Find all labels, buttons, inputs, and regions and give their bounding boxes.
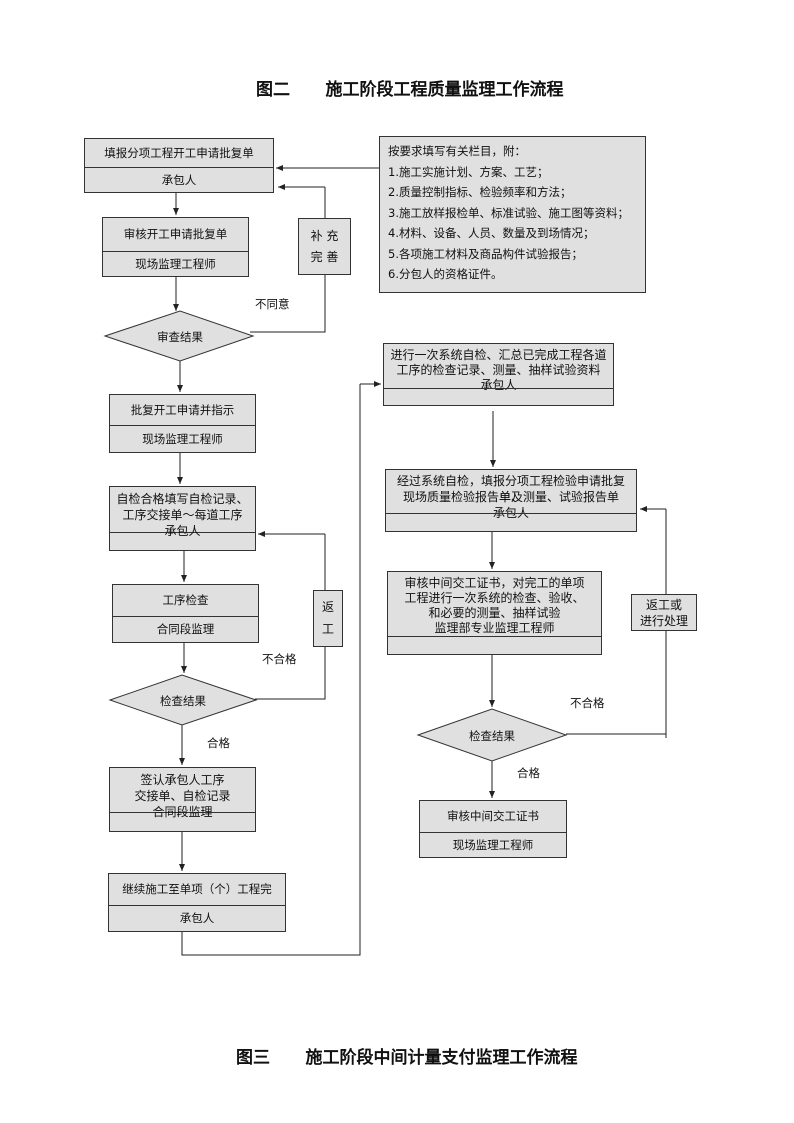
box-supplement-line1: 补 充 xyxy=(310,229,339,243)
box-process-check-role: 合同段监理 xyxy=(156,622,215,636)
note-line: 1.施工实施计划、方案、工艺； xyxy=(388,164,549,179)
box-system-self-check-line2: 工序的检查记录、测量、抽样试验资料 xyxy=(396,363,601,377)
box-review-start-text: 审核开工申请批复单 xyxy=(123,227,228,241)
box-divider xyxy=(384,388,613,389)
box-sign-off-role: 合同段监理 xyxy=(152,805,213,819)
box-sign-off: 签认承包人工序 交接单、自检记录 合同段监理 xyxy=(109,767,256,832)
box-approve-start-text: 批复开工申请并指示 xyxy=(130,402,235,417)
label-pass-right: 合格 xyxy=(517,766,540,780)
box-intermediate-review-role: 监理部专业监理工程师 xyxy=(434,621,555,635)
box-process-check: 工序检查 合同段监理 xyxy=(112,584,259,643)
note-line: 4.材料、设备、人员、数量及到场情况； xyxy=(388,226,595,240)
box-review-start-role: 现场监理工程师 xyxy=(135,257,216,271)
box-continue-work: 继续施工至单项（个）工程完 承包人 xyxy=(108,873,286,932)
decision-diamond-check-left xyxy=(108,674,258,726)
box-intermediate-review-line1: 审核中间交工证书，对完工的单项 xyxy=(404,576,585,590)
box-continue-work-text: 继续施工至单项（个）工程完 xyxy=(122,882,272,896)
box-self-check-line1: 自检合格填写自检记录、 xyxy=(116,492,249,506)
figure-3-title: 图三 施工阶段中间计量支付监理工作流程 xyxy=(236,1048,578,1068)
decision-check-left-text: 检查结果 xyxy=(160,694,206,708)
box-intermediate-review-line3: 和必要的测量、抽样试验 xyxy=(428,606,561,620)
box-intermediate-review-line2: 工程进行一次系统的检查、验收、 xyxy=(404,591,585,605)
box-system-self-check-line1: 进行一次系统自检、汇总已完成工程各道 xyxy=(390,348,607,362)
box-rework-left-line2: 工 xyxy=(321,622,334,636)
note-line: 6.分包人的资格证件。 xyxy=(388,267,503,281)
box-certificate: 审核中间交工证书 现场监理工程师 xyxy=(419,800,567,858)
box-apply-start: 填报分项工程开工申请批复单 承包人 xyxy=(84,138,274,193)
box-self-check-role: 承包人 xyxy=(164,524,201,538)
box-certificate-text: 审核中间交工证书 xyxy=(447,809,539,823)
box-system-self-check-role: 承包人 xyxy=(480,378,517,392)
box-inspection-apply: 经过系统自检，填报分项工程检验申请批复单、 现场质量检验报告单及测量、试验报告单… xyxy=(385,469,637,532)
label-disagree: 不同意 xyxy=(255,297,290,311)
box-approve-start: 批复开工申请并指示 现场监理工程师 xyxy=(109,394,256,453)
figure-2-title: 图二 施工阶段工程质量监理工作流程 xyxy=(256,80,564,100)
box-sign-off-line1: 签认承包人工序 xyxy=(140,773,225,787)
box-inspection-apply-line1: 经过系统自检，填报分项工程检验申请批复单、 xyxy=(396,474,625,504)
box-approve-start-role: 现场监理工程师 xyxy=(142,431,223,446)
box-divider xyxy=(420,832,566,833)
box-process-check-text: 工序检查 xyxy=(162,593,209,607)
box-divider xyxy=(110,532,255,533)
decision-diamond-check-right xyxy=(416,708,568,762)
box-rework-left-line1: 返 xyxy=(321,600,334,614)
note-line: 5.各项施工材料及商品构件试验报告； xyxy=(388,246,583,261)
box-certificate-role: 现场监理工程师 xyxy=(452,837,534,852)
box-supplement-line2: 完 善 xyxy=(310,250,339,264)
requirements-note: 按要求填写有关栏目，附： 1.施工实施计划、方案、工艺； 2.质量控制指标、检验… xyxy=(379,136,646,293)
decision-diamond-review xyxy=(103,310,255,362)
box-rework-right-line1: 返工或 xyxy=(645,598,682,612)
box-review-start: 审核开工申请批复单 现场监理工程师 xyxy=(102,217,249,277)
decision-review-text: 审查结果 xyxy=(157,330,203,344)
box-apply-start-role: 承包人 xyxy=(161,173,197,187)
box-divider xyxy=(388,636,601,637)
box-rework-right: 返工或 进行处理 xyxy=(631,594,697,631)
box-rework-left: 返 工 xyxy=(313,590,343,647)
box-divider xyxy=(109,905,285,906)
note-line: 2.质量控制指标、检验频率和方法； xyxy=(388,185,572,199)
box-self-check: 自检合格填写自检记录、 工序交接单～每道工序 承包人 xyxy=(109,486,256,551)
label-fail-right: 不合格 xyxy=(570,696,605,710)
box-system-self-check: 进行一次系统自检、汇总已完成工程各道 工序的检查记录、测量、抽样试验资料 承包人 xyxy=(383,343,614,406)
box-divider xyxy=(110,425,255,426)
box-rework-right-line2: 进行处理 xyxy=(639,614,688,628)
box-inspection-apply-line2: 现场质量检验报告单及测量、试验报告单 xyxy=(402,490,619,504)
box-continue-work-role: 承包人 xyxy=(179,911,215,925)
decision-check-right-text: 检查结果 xyxy=(469,729,515,743)
box-divider xyxy=(103,251,248,252)
box-intermediate-review: 审核中间交工证书，对完工的单项 工程进行一次系统的检查、验收、 和必要的测量、抽… xyxy=(387,571,602,655)
box-sign-off-line2: 交接单、自检记录 xyxy=(134,789,231,803)
box-divider xyxy=(113,616,258,617)
label-pass-left: 合格 xyxy=(207,736,230,750)
box-divider xyxy=(386,513,636,514)
box-supplement: 补 充 完 善 xyxy=(298,218,351,275)
label-fail-left: 不合格 xyxy=(262,652,297,666)
note-line: 按要求填写有关栏目，附： xyxy=(388,144,526,158)
box-divider xyxy=(85,167,273,168)
note-line: 3.施工放样报检单、标准试验、施工图等资料； xyxy=(388,205,629,220)
box-self-check-line2: 工序交接单～每道工序 xyxy=(122,508,243,522)
box-apply-start-text: 填报分项工程开工申请批复单 xyxy=(104,146,254,160)
box-divider xyxy=(110,812,255,813)
